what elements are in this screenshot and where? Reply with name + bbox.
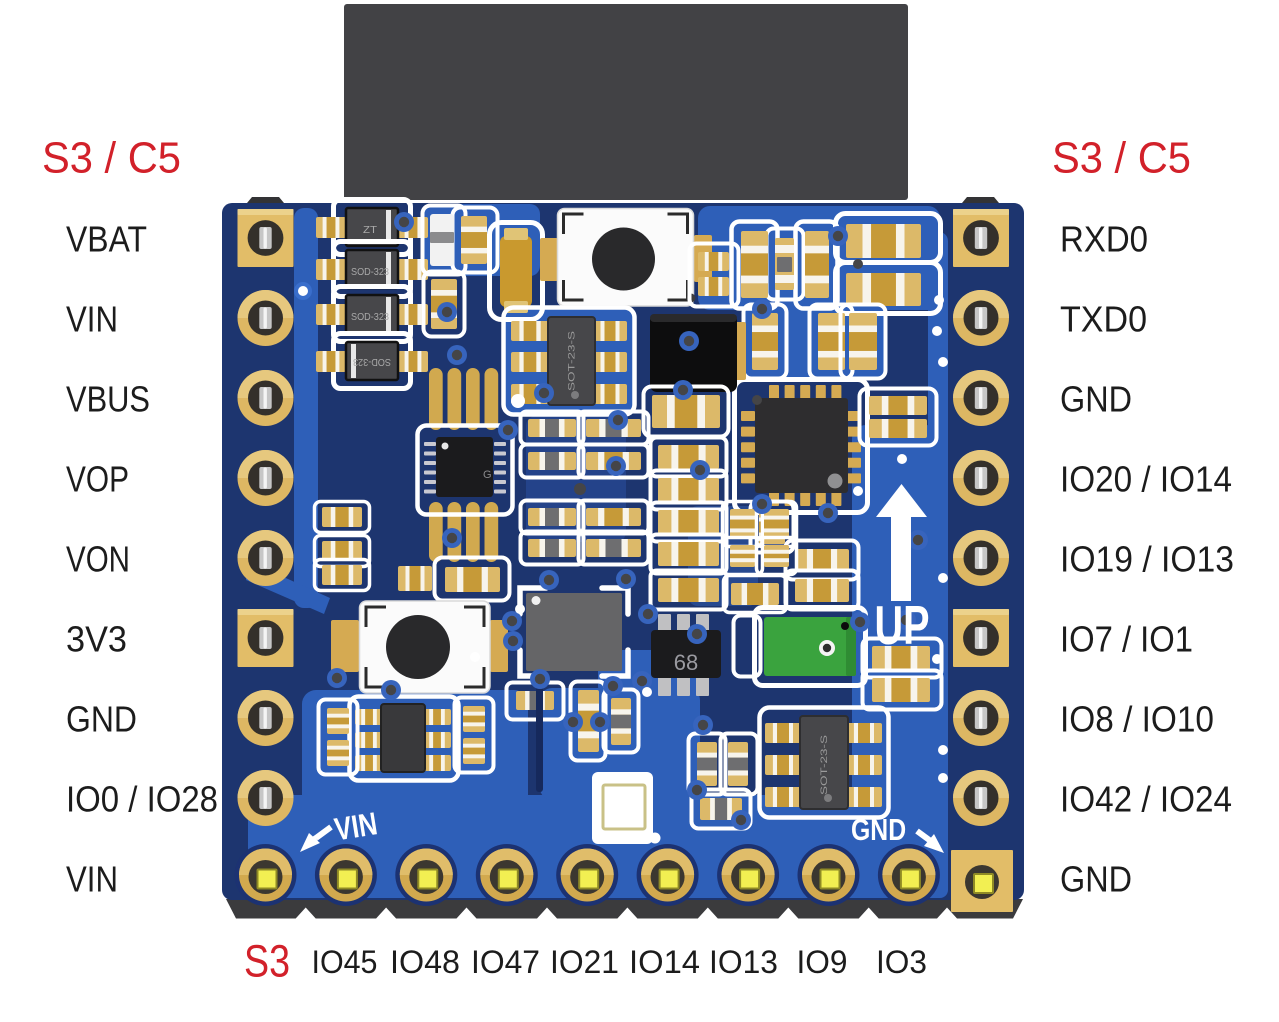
svg-text:GND: GND: [851, 812, 906, 846]
svg-text:VON: VON: [66, 538, 130, 579]
svg-text:S3 / C5: S3 / C5: [42, 133, 181, 182]
svg-text:TXD0: TXD0: [1060, 298, 1147, 339]
svg-text:IO8 / IO10: IO8 / IO10: [1060, 698, 1214, 739]
svg-text:GND: GND: [66, 698, 137, 739]
svg-text:GND: GND: [1060, 858, 1132, 899]
svg-text:IO14: IO14: [629, 944, 700, 980]
svg-text:IO3: IO3: [876, 944, 927, 980]
svg-text:S3: S3: [244, 936, 290, 987]
svg-text:SOT-23-S: SOT-23-S: [567, 331, 578, 391]
svg-text:UP: UP: [875, 596, 930, 657]
svg-text:IO19 / IO13: IO19 / IO13: [1060, 538, 1234, 579]
svg-text:VIN: VIN: [332, 807, 380, 849]
svg-text:3V3: 3V3: [66, 618, 127, 659]
svg-text:SOD-323: SOD-323: [351, 266, 389, 278]
svg-text:GND: GND: [1060, 378, 1132, 419]
svg-text:SOD-323: SOD-323: [353, 356, 391, 368]
svg-text:68: 68: [674, 650, 698, 675]
svg-text:VOP: VOP: [66, 458, 129, 499]
svg-text:IO42 / IO24: IO42 / IO24: [1060, 778, 1232, 819]
svg-text:IO20 / IO14: IO20 / IO14: [1060, 458, 1232, 499]
svg-text:IO13: IO13: [709, 944, 778, 980]
svg-text:RXD0: RXD0: [1060, 218, 1148, 259]
svg-text:VIN: VIN: [66, 858, 118, 899]
svg-text:IO9: IO9: [797, 944, 848, 980]
svg-text:IO21: IO21: [550, 944, 619, 980]
svg-text:S3 / C5: S3 / C5: [1052, 133, 1191, 182]
svg-text:SOT-23-S: SOT-23-S: [819, 735, 830, 795]
svg-text:VBAT: VBAT: [66, 218, 147, 259]
svg-text:IO7 / IO1: IO7 / IO1: [1060, 618, 1193, 659]
svg-text:IO48: IO48: [390, 944, 460, 980]
svg-text:VBUS: VBUS: [66, 378, 150, 419]
svg-text:IO45: IO45: [312, 944, 378, 980]
svg-text:IO47: IO47: [471, 944, 540, 980]
svg-text:G: G: [483, 469, 492, 481]
svg-text:VIN: VIN: [66, 298, 118, 339]
svg-text:ZT: ZT: [363, 224, 378, 236]
svg-text:IO0 / IO28: IO0 / IO28: [66, 778, 218, 819]
svg-text:SOD-323: SOD-323: [351, 311, 389, 323]
